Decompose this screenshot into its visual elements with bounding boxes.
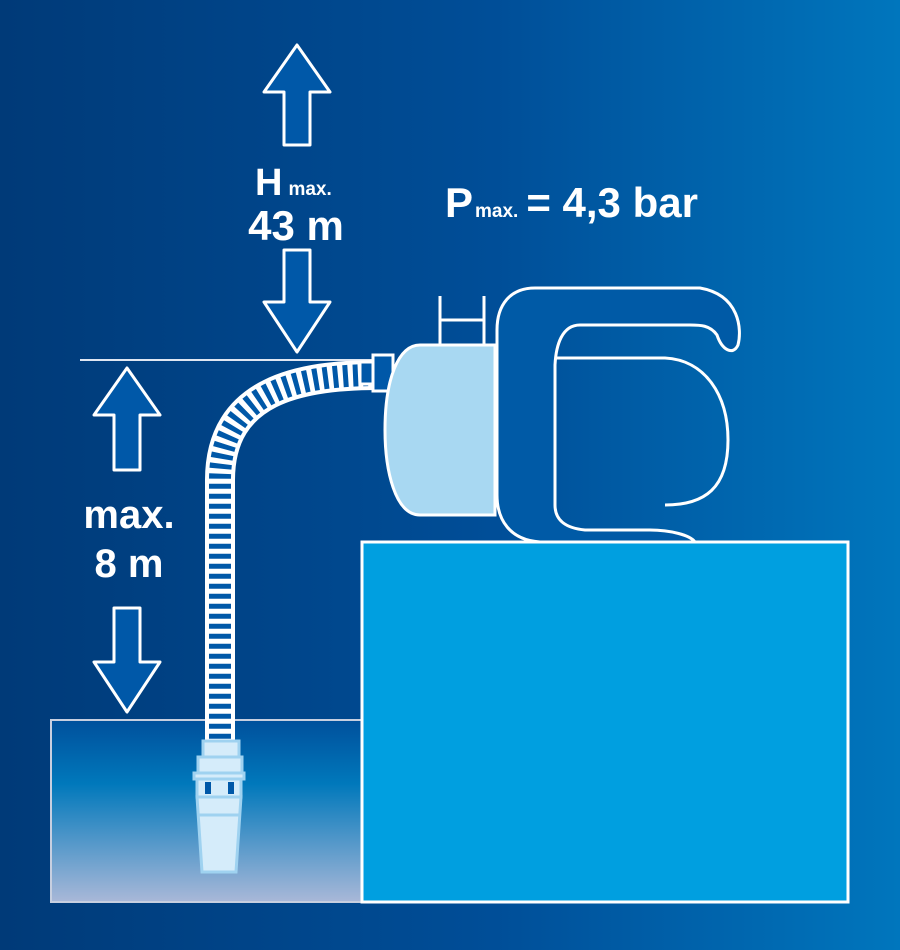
suction-hose xyxy=(205,360,379,745)
garden-pump xyxy=(358,286,741,544)
foot-valve-filter xyxy=(192,739,246,874)
tank xyxy=(360,540,850,904)
arrow-down-icon xyxy=(92,606,162,714)
head-value: 43 m xyxy=(248,202,344,249)
arrow-up-icon xyxy=(262,43,332,147)
suction-label: max. xyxy=(83,493,174,537)
arrow-down-icon xyxy=(262,248,332,354)
suction-value: 8 m xyxy=(95,542,164,586)
arrow-up-icon xyxy=(92,366,162,472)
